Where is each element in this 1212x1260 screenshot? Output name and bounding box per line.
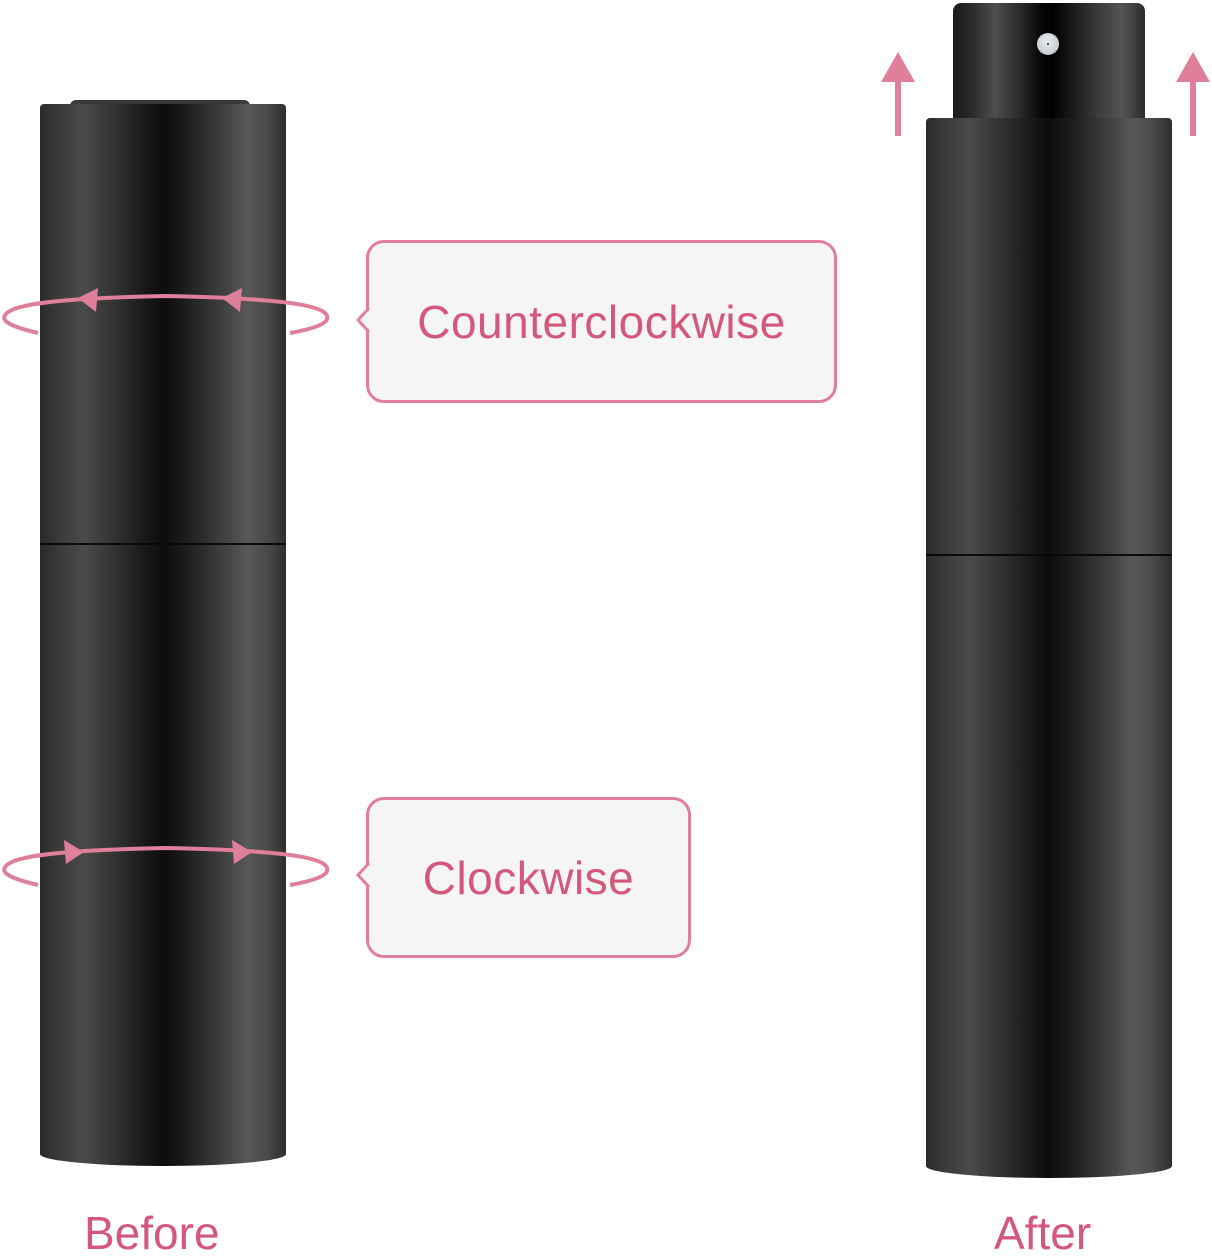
callout-clockwise-label: Clockwise (422, 851, 635, 904)
after-caption: After (994, 1207, 1092, 1259)
after-bottle (926, 3, 1172, 1178)
arrow-up-icon (881, 52, 915, 136)
rotate-counterclockwise-icon (2, 288, 330, 335)
callout-counterclockwise: Counterclockwise (366, 240, 837, 403)
before-caption: Before (84, 1207, 220, 1259)
rotate-clockwise-icon (2, 840, 330, 887)
after-bottle-seam (926, 554, 1172, 556)
callout-pointer (355, 306, 371, 334)
arrow-up-icon (1176, 52, 1210, 136)
callout-pointer (355, 861, 371, 889)
before-bottle-upper-section (40, 104, 286, 543)
callout-counterclockwise-label: Counterclockwise (417, 295, 786, 348)
before-bottle-cap-rim (70, 100, 250, 106)
after-bottle-sprayer-head (953, 3, 1145, 120)
before-bottle (40, 100, 286, 1166)
callout-clockwise: Clockwise (366, 797, 691, 958)
spray-nozzle (1037, 33, 1059, 55)
before-bottle-seam (40, 543, 286, 545)
after-bottle-upper-section (926, 118, 1172, 554)
after-bottle-lower-section (926, 556, 1172, 1178)
